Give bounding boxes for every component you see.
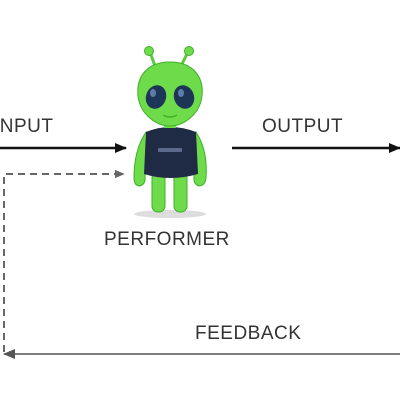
feedback-label: FEEDBACK	[195, 323, 302, 344]
input-label: INPUT	[0, 116, 54, 137]
performer-label: PERFORMER	[104, 229, 230, 250]
dashed-feedback-path	[3, 169, 125, 352]
alien-icon	[133, 46, 207, 218]
output-label: OUTPUT	[262, 116, 344, 137]
